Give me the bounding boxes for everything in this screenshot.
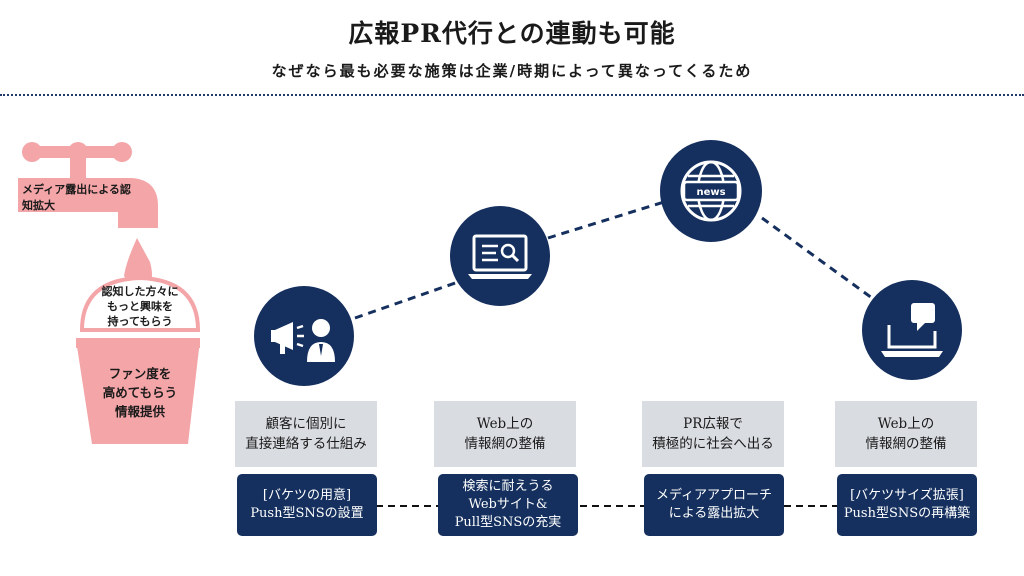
bucket-rim xyxy=(79,275,201,332)
page-subtitle: なぜなら最も必要な施策は企業/時期によって異なってくるため xyxy=(271,62,753,80)
step-1-action: [バケツの用意] Push型SNSの設置 xyxy=(237,474,377,536)
faucet-icon xyxy=(18,142,158,228)
step-4-action: [バケツサイズ拡張] Push型SNSの再構築 xyxy=(837,474,977,536)
connector-2-3 xyxy=(547,200,665,240)
bucket-body xyxy=(76,340,200,444)
bucket-body-label: ファン度を 高めてもらう 情報提供 xyxy=(102,366,178,419)
step-2-title: Web上の 情報網の整備 xyxy=(434,401,576,467)
step-4-title: Web上の 情報網の整備 xyxy=(835,401,977,467)
step-3-action: メディアアプローチ による露出拡大 xyxy=(644,474,784,536)
water-drop-icon xyxy=(124,238,152,286)
step-2-action: 検索に耐えうる Webサイト& Pull型SNSの充実 xyxy=(438,474,578,536)
laptop-search-icon xyxy=(468,234,532,279)
news-label: news xyxy=(696,187,725,198)
step-2-circle xyxy=(450,206,550,306)
bucket-rim-label: 認知した方々に もっと興味を 持ってもらう xyxy=(101,285,179,328)
header-divider xyxy=(0,94,1024,96)
page-title: 広報PR代行との連動も可能 xyxy=(348,19,676,48)
step-4-circle xyxy=(862,280,962,380)
step-1-title: 顧客に個別に 直接連絡する仕組み xyxy=(235,401,377,467)
step-1-circle xyxy=(254,286,354,386)
connector-3-4 xyxy=(761,216,873,300)
step-3-circle: news xyxy=(660,140,762,242)
megaphone-person-icon xyxy=(271,319,335,362)
faucet-label: メディア露出による認 知拡大 xyxy=(22,183,131,212)
step-3-title: PR広報で 積極的に社会へ出る xyxy=(642,401,784,467)
laptop-chat-icon xyxy=(881,303,943,357)
globe-news-icon: news xyxy=(680,160,742,222)
connector-1-2 xyxy=(354,280,459,320)
